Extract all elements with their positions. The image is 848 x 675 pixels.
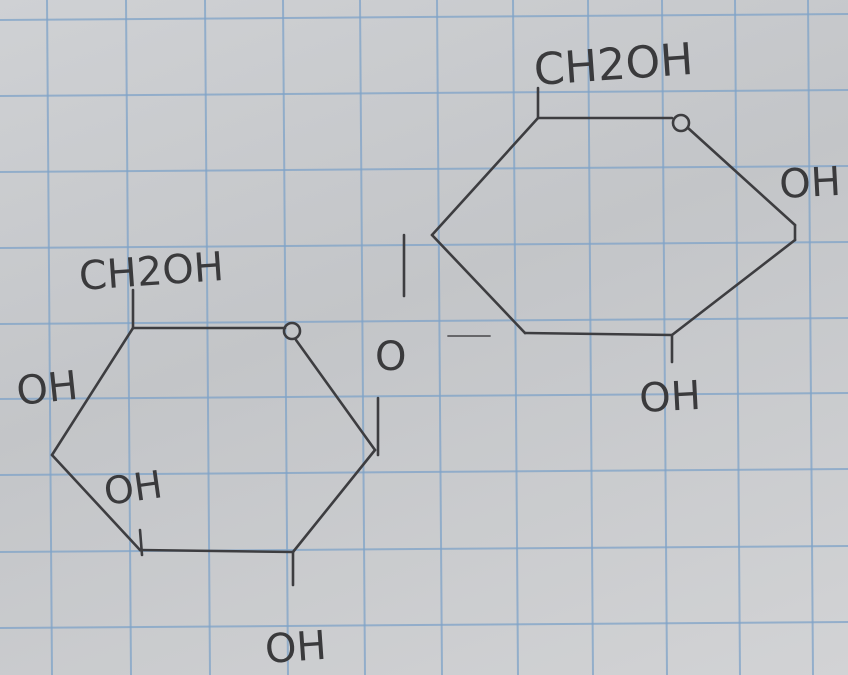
left-oh-outer-label: OH [14,363,80,415]
right-ring-oxygen-circle [671,113,691,133]
right-ring-structure [402,86,797,364]
left-oh-bottom-label: OH [263,623,328,673]
right-oh-bottom-label: OH [638,373,702,422]
right-oh-side-label: OH [778,159,842,208]
left-ring-oxygen-circle [282,321,302,341]
left-ch2oh-label: CH2OH [77,244,225,300]
left-oh-inner-label: OH [101,462,165,514]
left-ring-structure [50,288,380,587]
bridge-oxygen-label: O [375,334,406,380]
right-ch2oh-label: CH2OH [532,34,695,96]
